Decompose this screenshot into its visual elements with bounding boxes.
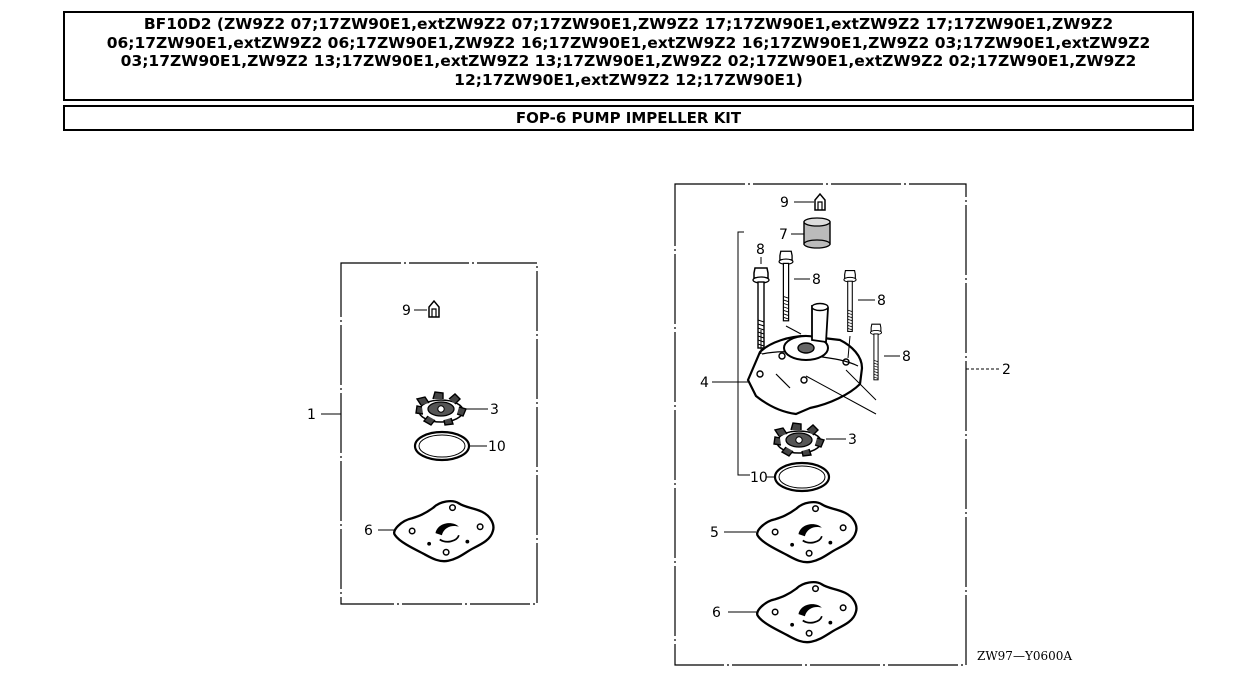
callout-right-oring: 10 <box>750 470 768 486</box>
page-title: BF10D2 (ZW9Z2 07;17ZW90E1,extZW9Z2 07;17… <box>63 11 1194 101</box>
clip-icon <box>814 193 826 211</box>
impeller-icon <box>773 422 825 457</box>
callout-left-kit: 1 <box>307 407 316 423</box>
callout-right-grommet: 7 <box>779 227 788 243</box>
page-subtitle: FOP-6 PUMP IMPELLER KIT <box>63 105 1194 131</box>
callout-right-gasket-b: 6 <box>712 605 721 621</box>
bolt-icon <box>778 250 794 322</box>
clip-icon <box>428 300 440 318</box>
o-ring-icon <box>413 430 471 462</box>
callout-left-gasket: 6 <box>364 523 373 539</box>
callout-left-impeller: 3 <box>490 402 499 418</box>
left-kit-boundary <box>340 262 538 605</box>
right-kit: 2 9 7 8 8 8 8 <box>674 183 1011 666</box>
callout-left-clip: 9 <box>402 303 411 319</box>
callout-right-kit: 2 <box>1002 362 1011 378</box>
callout-right-bolt-a: 8 <box>756 242 765 258</box>
pump-housing-icon <box>746 302 877 416</box>
callout-right-impeller: 3 <box>848 432 857 448</box>
callout-right-gasket-a: 5 <box>710 525 719 541</box>
bolt-icon <box>843 269 857 333</box>
o-ring-icon <box>773 461 831 493</box>
gasket-icon <box>755 580 858 644</box>
drawing-code: ZW97—Y0600A <box>977 649 1072 663</box>
right-kit-boundary <box>674 183 967 666</box>
callout-right-housing: 4 <box>700 375 709 391</box>
callout-right-clip: 9 <box>780 195 789 211</box>
impeller-icon <box>415 391 467 426</box>
left-kit: 1 9 3 10 6 <box>307 262 538 605</box>
bolt-icon <box>869 323 883 381</box>
callout-right-bolt-c: 8 <box>877 293 886 309</box>
callout-right-bolt-d: 8 <box>902 349 911 365</box>
gasket-icon <box>755 500 858 564</box>
callout-left-oring: 10 <box>488 439 506 455</box>
gasket-icon <box>392 499 495 563</box>
grommet-icon <box>803 217 831 249</box>
callout-right-bolt-b: 8 <box>812 272 821 288</box>
